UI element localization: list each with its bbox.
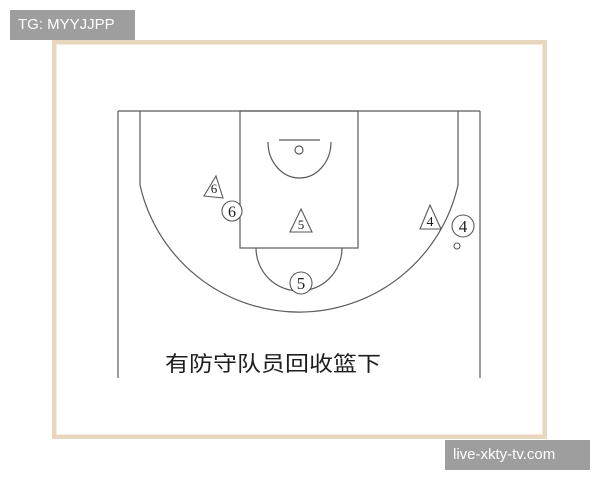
lane [239, 110, 359, 249]
diagram-caption: 有防守队员回收篮下 [165, 352, 381, 376]
top-left-watermark-label: TG: MYYJJPP [10, 10, 135, 40]
circle-marker-label: 6 [228, 204, 236, 221]
circle-marker-label: 4 [459, 217, 468, 236]
circle-shape [289, 271, 313, 295]
triangle-shape [289, 207, 313, 233]
circle-shape [451, 214, 475, 238]
ball [453, 242, 461, 250]
circle-marker-label: 5 [297, 274, 306, 293]
circle-marker: 5 [289, 271, 313, 295]
circle-marker: 4 [451, 214, 475, 238]
bottom-right-watermark-label: live-xkty-tv.com [445, 440, 590, 470]
triangle-marker: 5 [289, 207, 313, 233]
circle-marker: 6 [221, 200, 243, 222]
restricted-area-arc [267, 141, 332, 179]
triangle-marker-label: 4 [427, 215, 434, 230]
triangle-marker-label: 5 [298, 217, 305, 232]
three-point-arc [139, 184, 459, 313]
triangle-marker-label: 6 [211, 181, 218, 196]
triangle-marker: 6 [203, 174, 224, 199]
circle-shape [221, 200, 243, 222]
triangle-shape [203, 174, 224, 199]
triangle-shape [419, 203, 442, 230]
triangle-marker: 4 [419, 203, 442, 230]
diagram-frame [52, 40, 547, 439]
rim [294, 145, 304, 155]
